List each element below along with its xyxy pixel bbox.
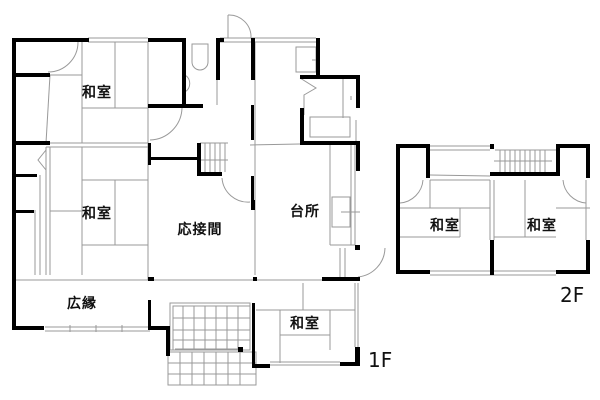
room-label-oosetsuma: 応接間	[177, 222, 223, 238]
room-label-washitsu-upper: 和室	[82, 85, 112, 101]
walls-1f	[12, 38, 360, 368]
thin-lines-2f	[399, 145, 590, 276]
room-label-daidokoro: 台所	[290, 204, 320, 220]
room-label-washitsu-middle: 和室	[82, 206, 112, 222]
floor-label-2f: 2F	[560, 283, 585, 307]
room-label-2f-washitsu-right: 和室	[527, 218, 557, 234]
floor-label-1f: 1F	[368, 348, 393, 372]
room-label-2f-washitsu-left: 和室	[430, 218, 460, 234]
walls-2f	[396, 144, 590, 275]
room-label-hiroen: 広縁	[67, 296, 97, 312]
room-label-washitsu-lower: 和室	[290, 316, 320, 332]
thin-lines-1f	[15, 14, 386, 386]
